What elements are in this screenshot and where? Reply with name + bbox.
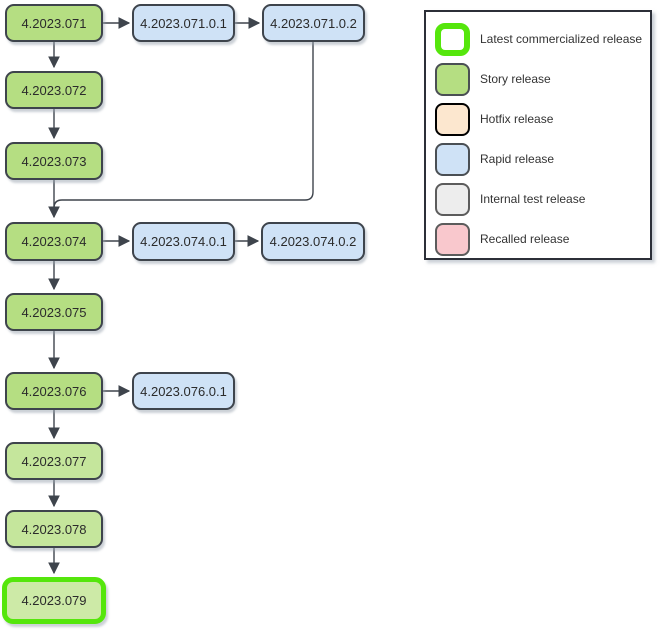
- legend-label: Recalled release: [480, 232, 570, 246]
- node-4-2023-071: 4.2023.071: [5, 4, 103, 42]
- node-4-2023-073: 4.2023.073: [5, 142, 103, 180]
- legend-row-latest: Latest commercialized release: [435, 19, 650, 59]
- legend-label: Rapid release: [480, 152, 555, 166]
- node-4-2023-076-0-1: 4.2023.076.0.1: [132, 372, 235, 410]
- node-4-2023-076: 4.2023.076: [5, 372, 103, 410]
- node-4-2023-074-0-1: 4.2023.074.0.1: [132, 222, 235, 261]
- internal-test-release-swatch: [435, 182, 470, 216]
- legend: Latest commercialized release Story rele…: [424, 10, 652, 260]
- story-release-swatch: [435, 62, 470, 96]
- node-4-2023-072: 4.2023.072: [5, 71, 103, 109]
- legend-row-internal-test: Internal test release: [435, 179, 650, 219]
- edge-071.0.2-074: [53, 42, 314, 212]
- legend-label: Story release: [480, 72, 551, 86]
- recalled-release-swatch: [435, 222, 470, 256]
- hotfix-release-swatch: [435, 102, 470, 136]
- node-4-2023-079-latest: 4.2023.079: [2, 577, 106, 624]
- legend-row-hotfix: Hotfix release: [435, 99, 650, 139]
- legend-row-story: Story release: [435, 59, 650, 99]
- legend-label: Hotfix release: [480, 112, 554, 126]
- node-4-2023-074-0-2: 4.2023.074.0.2: [261, 222, 365, 261]
- node-4-2023-071-0-2: 4.2023.071.0.2: [262, 4, 365, 42]
- node-4-2023-074: 4.2023.074: [5, 222, 103, 261]
- node-4-2023-078: 4.2023.078: [5, 510, 103, 548]
- legend-row-rapid: Rapid release: [435, 139, 650, 179]
- node-4-2023-071-0-1: 4.2023.071.0.1: [132, 4, 235, 42]
- latest-commercialized-swatch: [435, 22, 470, 56]
- rapid-release-swatch: [435, 142, 470, 176]
- legend-label: Latest commercialized release: [480, 32, 643, 46]
- legend-label: Internal test release: [480, 192, 586, 206]
- node-4-2023-075: 4.2023.075: [5, 293, 103, 331]
- node-4-2023-077: 4.2023.077: [5, 442, 103, 480]
- legend-row-recalled: Recalled release: [435, 219, 650, 259]
